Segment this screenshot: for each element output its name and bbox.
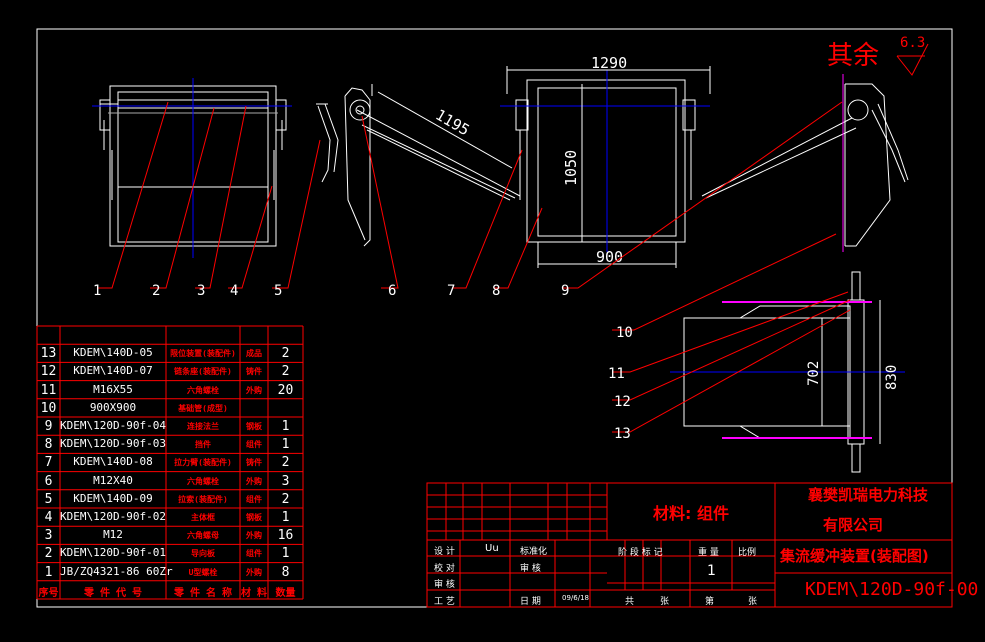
dim-width-top: 1290 [591, 54, 627, 72]
dim-plan-depth: 702 [806, 361, 822, 386]
side-view-right [701, 83, 909, 247]
front-view-2 [515, 79, 696, 243]
dim-height: 1050 [562, 150, 580, 186]
surface-finish-label: 其余 [827, 41, 879, 71]
dim-plan-width: 830 [884, 365, 900, 390]
side-view [316, 84, 521, 247]
surface-finish-value: 6.3 [900, 35, 925, 51]
bom-table-grid [36, 325, 304, 600]
dim-width-bottom: 900 [596, 248, 623, 266]
title-block-grid [426, 482, 953, 608]
leader-lines [98, 101, 851, 433]
dim-1290 [506, 66, 711, 94]
surface-finish-mark: 其余 6.3 [827, 35, 929, 76]
dim-900 [537, 242, 677, 268]
roughness-symbol [896, 43, 929, 76]
